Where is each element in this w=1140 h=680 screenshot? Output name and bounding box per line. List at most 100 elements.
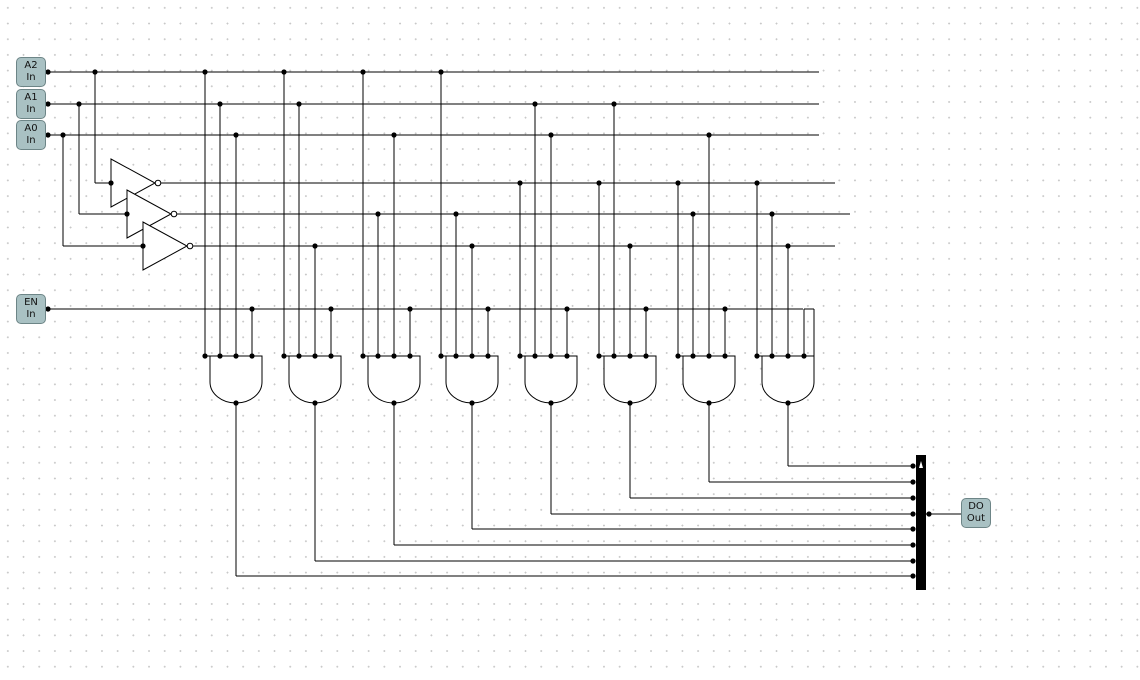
junction-dot bbox=[407, 306, 413, 312]
junction-dot bbox=[596, 353, 602, 359]
pin-a0[interactable]: A0 In bbox=[16, 120, 46, 150]
junction-dot bbox=[140, 243, 146, 249]
pin-en[interactable]: EN In bbox=[16, 294, 46, 324]
junction-dot bbox=[690, 211, 696, 217]
junction-dot bbox=[485, 353, 491, 359]
junction-dot bbox=[438, 69, 444, 75]
junction-dot bbox=[754, 353, 760, 359]
junction-dot bbox=[532, 101, 538, 107]
junction-dot bbox=[469, 353, 475, 359]
junction-dot bbox=[910, 511, 916, 517]
junction-dot bbox=[375, 211, 381, 217]
junction-dot bbox=[910, 479, 916, 485]
junction-dot bbox=[453, 353, 459, 359]
junction-dot bbox=[926, 511, 932, 517]
junction-dot bbox=[45, 69, 51, 75]
junction-dot bbox=[233, 132, 239, 138]
junction-dot bbox=[564, 306, 570, 312]
junction-dot bbox=[249, 306, 255, 312]
junction-dot bbox=[391, 400, 397, 406]
junction-dot bbox=[312, 243, 318, 249]
junction-dot bbox=[375, 353, 381, 359]
junction-dot bbox=[328, 306, 334, 312]
and-gate-6 bbox=[682, 355, 736, 404]
junction-dot bbox=[217, 101, 223, 107]
junction-dot bbox=[360, 353, 366, 359]
junction-dot bbox=[801, 353, 807, 359]
junction-dot bbox=[722, 353, 728, 359]
junction-dot bbox=[675, 180, 681, 186]
junction-dot bbox=[391, 353, 397, 359]
junction-dot bbox=[453, 211, 459, 217]
junction-dot bbox=[548, 400, 554, 406]
junction-dot bbox=[233, 353, 239, 359]
pin-do[interactable]: DO Out bbox=[961, 498, 991, 528]
junction-dot bbox=[532, 353, 538, 359]
junction-dot bbox=[360, 69, 366, 75]
junction-dot bbox=[548, 132, 554, 138]
junction-dot bbox=[643, 306, 649, 312]
junction-dot bbox=[910, 573, 916, 579]
junction-dot bbox=[124, 211, 130, 217]
not-gate-bubble bbox=[170, 210, 178, 218]
junction-dot bbox=[627, 353, 633, 359]
junction-dot bbox=[643, 353, 649, 359]
junction-dot bbox=[312, 353, 318, 359]
junction-dot bbox=[564, 353, 570, 359]
junction-dot bbox=[233, 400, 239, 406]
junction-dot bbox=[517, 180, 523, 186]
and-gate-4 bbox=[524, 355, 578, 404]
pin-do-name: DO bbox=[968, 501, 984, 512]
junction-dot bbox=[785, 400, 791, 406]
and-gate-7 bbox=[761, 355, 815, 404]
junction-dot bbox=[785, 353, 791, 359]
junction-dot bbox=[92, 69, 98, 75]
junction-dot bbox=[485, 306, 491, 312]
pin-en-name: EN bbox=[24, 297, 38, 308]
junction-dot bbox=[722, 306, 728, 312]
junction-dot bbox=[76, 101, 82, 107]
junction-dot bbox=[45, 101, 51, 107]
junction-dot bbox=[60, 132, 66, 138]
not-gate-bubble bbox=[154, 179, 162, 187]
wires bbox=[47, 71, 961, 577]
junction-dot bbox=[627, 243, 633, 249]
splitter-bar[interactable] bbox=[916, 455, 926, 590]
junction-dot bbox=[438, 353, 444, 359]
pin-a0-type: In bbox=[26, 135, 36, 146]
junction-dot bbox=[596, 180, 602, 186]
junction-dot bbox=[754, 180, 760, 186]
and-gate-5 bbox=[603, 355, 657, 404]
junction-dot bbox=[469, 400, 475, 406]
junction-dot bbox=[45, 132, 51, 138]
junction-dot bbox=[391, 132, 397, 138]
pin-a2[interactable]: A2 In bbox=[16, 57, 46, 87]
not-gate-2 bbox=[142, 221, 189, 271]
pin-a1-name: A1 bbox=[24, 92, 38, 103]
junction-dot bbox=[910, 526, 916, 532]
pin-a2-type: In bbox=[26, 72, 36, 83]
junction-dot bbox=[202, 69, 208, 75]
and-gate-3 bbox=[445, 355, 499, 404]
and-gate-0 bbox=[209, 355, 263, 404]
junction-dot bbox=[296, 101, 302, 107]
junction-dot bbox=[312, 400, 318, 406]
not-gate-bubble bbox=[186, 242, 194, 250]
junction-dot bbox=[706, 400, 712, 406]
pin-a2-name: A2 bbox=[24, 60, 38, 71]
junction-dot bbox=[910, 495, 916, 501]
junction-dot bbox=[910, 558, 916, 564]
junction-dot bbox=[548, 353, 554, 359]
junction-dot bbox=[296, 353, 302, 359]
junction-dot bbox=[627, 400, 633, 406]
junction-dot bbox=[249, 353, 255, 359]
pin-a0-name: A0 bbox=[24, 123, 38, 134]
junction-dot bbox=[328, 353, 334, 359]
junction-dot bbox=[217, 353, 223, 359]
junction-dot bbox=[611, 101, 617, 107]
junction-dot bbox=[281, 353, 287, 359]
gates[interactable] bbox=[110, 158, 815, 404]
pin-a1[interactable]: A1 In bbox=[16, 89, 46, 119]
junction-dot bbox=[469, 243, 475, 249]
